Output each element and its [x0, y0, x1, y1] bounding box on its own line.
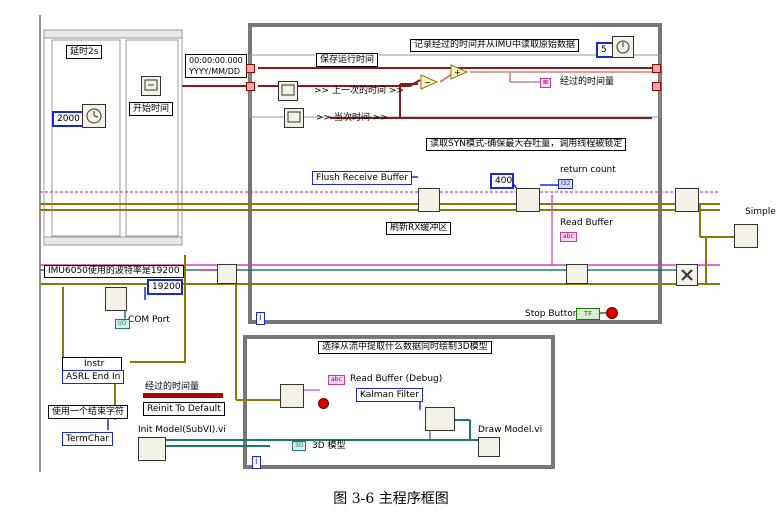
- loop-iteration-terminal: i: [256, 312, 265, 325]
- syn-mode-note: 读取SYN模式-确保最大吞吐量，调用线程被锁定: [426, 138, 627, 151]
- read-buffer-debug-terminal: abc: [328, 375, 345, 385]
- return-count-terminal: I32: [558, 179, 574, 189]
- current-time-label: >> 当次时间 >>: [316, 113, 388, 123]
- current-time-tick-icon: [284, 108, 304, 128]
- elapsed-bar: [143, 393, 223, 398]
- visa-configure-icon: [217, 264, 237, 284]
- close-x-icon: [676, 264, 698, 286]
- reinit-default[interactable]: Reinit To Default: [143, 402, 225, 416]
- parse-data-icon: [280, 384, 304, 408]
- data-array-icon: [425, 407, 455, 431]
- tick-count-icon: [141, 76, 161, 96]
- draw-model-label: Draw Model.vi: [478, 425, 543, 435]
- kalman-filter-ring[interactable]: Kalman Filter: [356, 388, 423, 402]
- visa-resource-icon: [105, 287, 127, 311]
- baud-constant[interactable]: 19200: [147, 279, 183, 295]
- visa-read-icon: [516, 188, 540, 212]
- case-structure: [243, 335, 555, 469]
- keep-run-time-label: 保存运行时间: [316, 53, 379, 67]
- subtract-node: −: [420, 74, 438, 90]
- tunnel-right-1: [652, 64, 661, 73]
- last-time-tick-icon: [278, 81, 298, 101]
- simple-label: Simple: [745, 207, 776, 217]
- main-while-loop: [248, 23, 662, 324]
- figure-caption: 图 3-6 主程序框图: [333, 491, 449, 507]
- flat-sequence-frame: [43, 29, 183, 246]
- tunnel-left-2: [246, 82, 255, 91]
- stop-button-label: Stop Button: [525, 309, 579, 319]
- flush-buffer-ring[interactable]: Flush Receive Buffer: [312, 171, 413, 185]
- init-model-label: Init Model(SubVI).vi: [138, 425, 226, 435]
- baud-note: IMU6050使用的波特率是19200: [44, 265, 184, 278]
- return-count-label: return count: [560, 165, 616, 175]
- start-time-label: 开始时间: [129, 102, 174, 116]
- refresh-rx-label: 刷新RX缓冲区: [386, 222, 452, 235]
- tunnel-left-1: [246, 64, 255, 73]
- instr-node: Instr: [62, 357, 122, 371]
- instr-label: Instr: [84, 359, 105, 369]
- last-time-label: >> 上一次的时间 >>: [314, 86, 404, 96]
- stop-condition-icon: [606, 307, 618, 319]
- record-elapsed-note: 记录经过的时间并从IMU中读取原始数据: [410, 39, 580, 52]
- visa-close-icon: [675, 188, 699, 212]
- elapsed-time-label: 经过的时间量: [560, 77, 615, 87]
- elapsed-time-terminal: ⊠: [540, 78, 552, 88]
- termchar-ring[interactable]: TermChar: [62, 432, 114, 446]
- delay-constant[interactable]: 2000: [52, 111, 86, 127]
- svg-text:+: +: [454, 68, 461, 77]
- wait-ms-icon: [82, 104, 106, 128]
- visa-read-lower-icon: [566, 264, 588, 284]
- read-buffer-label: Read Buffer: [560, 218, 613, 228]
- tunnel-right-2: [652, 82, 661, 91]
- stop-button-control[interactable]: TF: [576, 308, 600, 320]
- debug-stop-led: [318, 398, 329, 409]
- byte-count-constant[interactable]: 400: [490, 173, 514, 189]
- visa-flush-icon: [418, 188, 440, 212]
- add-node: +: [450, 64, 468, 80]
- read-buffer-terminal: abc: [560, 232, 577, 242]
- wait-icon: [612, 36, 634, 58]
- com-port-terminal: I/O: [115, 319, 130, 329]
- timestamp-constant[interactable]: 00:00:00.000 YYYY/MM/DD: [185, 54, 247, 78]
- model-3d-terminal: 3D: [292, 441, 307, 451]
- svg-text:−: −: [424, 78, 431, 87]
- case-iteration-terminal: i: [252, 456, 261, 469]
- select-stream-note: 选择从流中提取什么数据同时绘制3D模型: [318, 341, 492, 354]
- use-terminator-note: 使用一个结束字符: [48, 405, 129, 419]
- simple-error-handler-icon: [734, 224, 758, 248]
- read-buffer-debug-label: Read Buffer (Debug): [350, 374, 443, 384]
- com-port-label: COM Port: [128, 315, 170, 325]
- asrl-end-ring[interactable]: ASRL End In: [62, 370, 125, 384]
- delay-label: 延时2s: [66, 45, 103, 59]
- model-3d-label: 3D 模型: [312, 441, 346, 451]
- elapsed-time-label-2: 经过的时间量: [145, 382, 200, 392]
- draw-model-icon: [478, 437, 500, 457]
- init-model-icon: [138, 437, 166, 461]
